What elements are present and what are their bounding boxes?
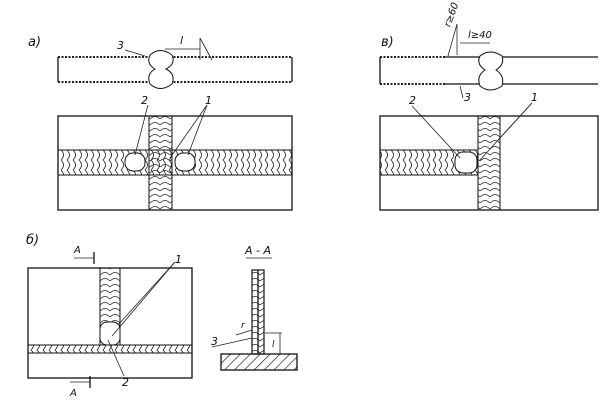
section-a-a: A - A 3 r l <box>211 244 298 371</box>
panel-a-label: а) <box>28 35 41 50</box>
panel-v-callout-1: 1 <box>531 91 538 104</box>
panel-v-callout-3: 3 <box>464 91 471 104</box>
section-mark-top: A <box>73 245 81 256</box>
panel-a-plan-view: 2 1 <box>57 94 293 211</box>
panel-b-callout-2: 2 <box>122 376 129 389</box>
section-callout-3: 3 <box>211 335 218 348</box>
panel-a-callout-3: 3 <box>117 39 124 52</box>
panel-a: а) 3 l 2 1 <box>28 34 293 211</box>
section-title: A - A <box>244 244 271 257</box>
panel-v-dim-r: r≥60 <box>442 1 461 28</box>
panel-b: б) A 1 2 A <box>26 233 193 399</box>
panel-v-dim-l: l≥40 <box>468 30 492 41</box>
panel-a-side-view: 3 l <box>57 34 293 89</box>
panel-v-side-view: r≥60 l≥40 3 <box>379 1 598 104</box>
panel-v-label: в) <box>381 35 394 50</box>
section-dim-r: r <box>241 321 246 331</box>
section-dim-l: l <box>272 340 275 350</box>
panel-v: в) r≥60 l≥40 3 2 1 <box>379 1 599 211</box>
panel-b-callout-1: 1 <box>175 253 182 266</box>
panel-a-dim-l: l <box>180 34 183 47</box>
panel-v-callout-2: 2 <box>409 94 416 107</box>
panel-v-plan-view: 2 1 <box>379 91 599 211</box>
panel-a-callout-2: 2 <box>141 94 148 107</box>
panel-a-callout-1: 1 <box>205 94 212 107</box>
section-mark-bottom: A <box>69 388 77 399</box>
panel-b-label: б) <box>26 233 39 248</box>
